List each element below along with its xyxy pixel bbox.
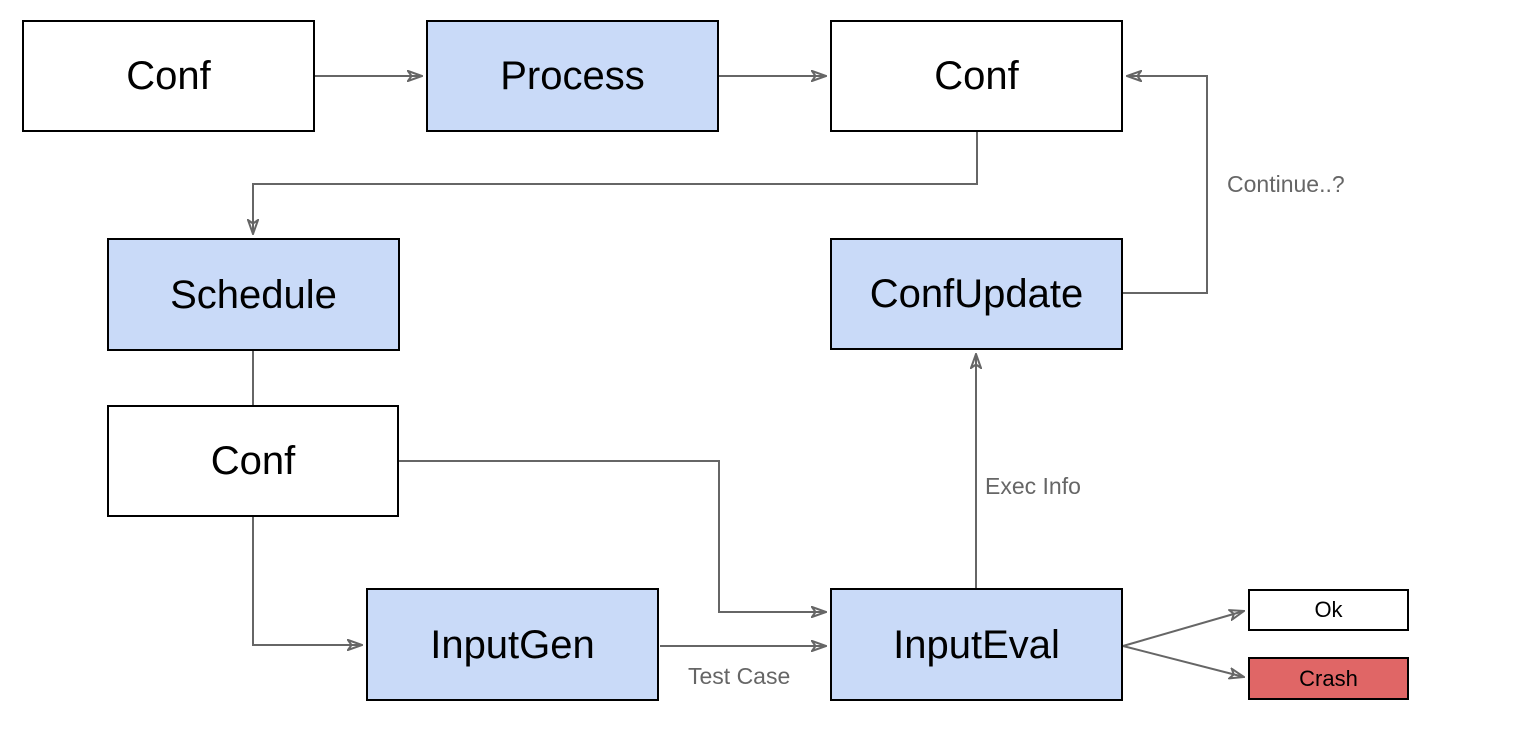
edge-label-continue: Continue..? [1227,171,1345,197]
node-conf-initial: Conf [22,20,315,132]
edge-inputeval-to-crash [1122,645,1244,677]
node-crash: Crash [1248,657,1409,700]
node-conf-update-label: ConfUpdate [869,272,1084,316]
node-conf-sched-label: Conf [210,439,296,483]
node-process-label: Process [500,54,645,98]
edge-confupdate-to-conf-result [1123,76,1208,294]
node-input-eval-label: InputEval [893,622,1060,667]
node-ok: Ok [1248,589,1409,631]
edge-label-test-case: Test Case [688,663,791,689]
edge-conf-sched-to-inputgen [252,517,362,645]
node-process: Process [426,20,719,132]
node-input-gen: InputGen [366,588,659,701]
node-schedule: Schedule [107,238,400,351]
node-conf-result-label: Conf [934,54,1019,98]
node-input-eval: InputEval [830,588,1123,701]
node-conf-sched: Conf [107,405,399,517]
node-schedule-label: Schedule [170,272,337,317]
node-ok-label: Ok [1314,597,1343,622]
node-conf-update: ConfUpdate [830,238,1123,350]
node-conf-initial-label: Conf [126,54,211,98]
edge-label-exec-info: Exec Info [985,473,1081,499]
edge-conf-sched-to-inputeval [399,460,826,612]
edge-inputeval-to-ok [1122,611,1244,647]
edge-conf-result-to-schedule [253,132,978,234]
node-crash-label: Crash [1299,665,1358,691]
node-conf-result: Conf [830,20,1123,132]
node-input-gen-label: InputGen [430,622,595,667]
